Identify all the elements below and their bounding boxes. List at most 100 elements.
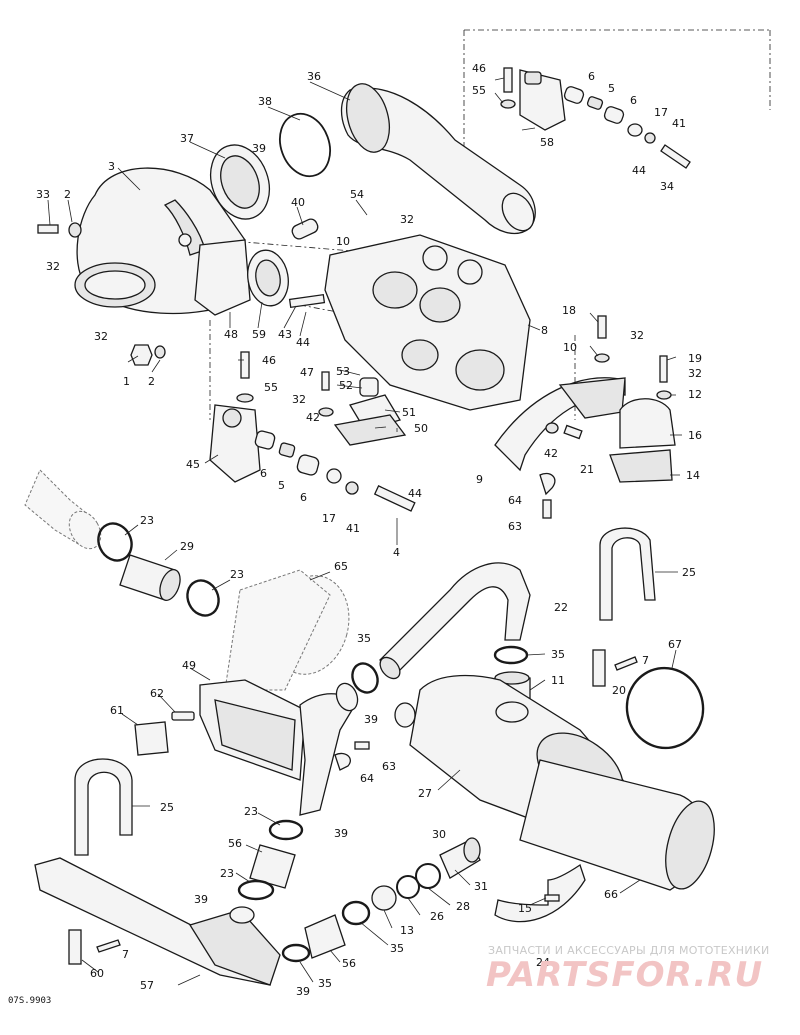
clip-63-64-mid xyxy=(334,741,370,771)
clamp-23-b xyxy=(186,579,220,617)
callout-49: 49 xyxy=(182,659,196,672)
part-36-exhaust-tube xyxy=(340,83,536,235)
callout-32: 32 xyxy=(630,329,644,342)
part-49-manifold xyxy=(199,679,359,816)
callout-52: 52 xyxy=(339,379,353,392)
callout-31: 31 xyxy=(474,880,488,893)
callout-10: 10 xyxy=(336,235,350,248)
callout-46: 46 xyxy=(262,354,276,367)
callout-23: 23 xyxy=(220,867,234,880)
callout-44: 44 xyxy=(632,164,646,177)
callout-28: 28 xyxy=(456,900,470,913)
callout-30: 30 xyxy=(432,828,446,841)
part-57-tailpipe xyxy=(34,857,281,986)
diagram-code: 07S.9903 xyxy=(8,996,52,1006)
callout-29: 29 xyxy=(180,540,194,553)
callout-8: 8 xyxy=(541,324,548,337)
clip-64-63 xyxy=(539,472,556,519)
part-58-bracket xyxy=(519,69,566,131)
callout-35: 35 xyxy=(357,632,371,645)
callout-25: 25 xyxy=(160,801,174,814)
callout-62: 62 xyxy=(150,687,164,700)
callout-2: 2 xyxy=(148,375,155,388)
callout-42: 42 xyxy=(544,447,558,460)
callout-32: 32 xyxy=(94,330,108,343)
clamp-23-a xyxy=(97,522,133,562)
callout-41: 41 xyxy=(672,117,686,130)
leader-lines xyxy=(47,77,682,986)
callout-35: 35 xyxy=(390,942,404,955)
callout-46: 46 xyxy=(472,62,486,75)
part-16-rubber-mount xyxy=(609,398,676,483)
part-61-62 xyxy=(134,711,195,756)
callout-27: 27 xyxy=(418,787,432,800)
lower-mount-stack xyxy=(254,430,416,512)
callout-58: 58 xyxy=(540,136,554,149)
clamp-35-c xyxy=(281,943,311,963)
callout-61: 61 xyxy=(110,704,124,717)
callout-13: 13 xyxy=(400,924,414,937)
callout-12: 12 xyxy=(688,388,702,401)
callout-59: 59 xyxy=(252,328,266,341)
callout-63: 63 xyxy=(508,520,522,533)
callout-39: 39 xyxy=(252,142,266,155)
callout-23: 23 xyxy=(230,568,244,581)
clamp-35-b xyxy=(493,645,529,665)
callout-36: 36 xyxy=(307,70,321,83)
part-56-sleeve-lower xyxy=(304,914,346,959)
part-45-bracket xyxy=(209,404,261,483)
callout-39: 39 xyxy=(364,713,378,726)
part-48-flange xyxy=(194,239,289,316)
callout-54: 54 xyxy=(350,188,364,201)
callout-17: 17 xyxy=(654,106,668,119)
part-43-stud xyxy=(288,293,326,309)
part-25-strap-left xyxy=(74,758,133,856)
watermark-logo: PARTSFOR.RU xyxy=(486,955,764,995)
mid-bolts xyxy=(37,222,334,417)
callout-65: 65 xyxy=(334,560,348,573)
callout-3: 3 xyxy=(108,160,115,173)
callout-64: 64 xyxy=(360,772,374,785)
callout-55: 55 xyxy=(472,84,486,97)
callout-39: 39 xyxy=(194,893,208,906)
callout-23: 23 xyxy=(244,805,258,818)
callout-50: 50 xyxy=(414,422,428,435)
callout-32: 32 xyxy=(46,260,60,273)
part-8-engine xyxy=(324,234,531,411)
callout-64: 64 xyxy=(508,494,522,507)
callout-7: 7 xyxy=(642,654,649,667)
callout-5: 5 xyxy=(278,479,285,492)
callout-39: 39 xyxy=(334,827,348,840)
ghost-pipe-left xyxy=(24,469,102,550)
callout-17: 17 xyxy=(322,512,336,525)
callout-9: 9 xyxy=(476,473,483,486)
part-51-mount xyxy=(333,377,407,446)
callout-48: 48 xyxy=(224,328,238,341)
callout-18: 18 xyxy=(562,304,576,317)
callout-20: 20 xyxy=(612,684,626,697)
callout-42: 42 xyxy=(306,411,320,424)
callout-5: 5 xyxy=(608,82,615,95)
callout-53: 53 xyxy=(336,365,350,378)
callout-1: 1 xyxy=(123,375,130,388)
clamp-23-d xyxy=(237,879,275,901)
callout-23: 23 xyxy=(140,514,154,527)
callout-25: 25 xyxy=(682,566,696,579)
part-22-curved-pipe xyxy=(379,562,531,680)
part-20-bracket xyxy=(592,649,638,687)
callout-6: 6 xyxy=(630,94,637,107)
callout-2: 2 xyxy=(64,188,71,201)
part-38-gasket xyxy=(279,112,331,178)
callout-40: 40 xyxy=(291,196,305,209)
callout-35: 35 xyxy=(318,977,332,990)
callout-6: 6 xyxy=(588,70,595,83)
callout-labels: 36 38 37 39 3 33 2 32 40 54 32 10 46 55 … xyxy=(36,62,702,998)
callout-15: 15 xyxy=(518,902,532,915)
callout-22: 22 xyxy=(554,601,568,614)
callout-32: 32 xyxy=(292,393,306,406)
clamp-23-c xyxy=(268,819,304,841)
lower-ring-stack xyxy=(341,837,481,926)
callout-66: 66 xyxy=(604,888,618,901)
part-24-shield xyxy=(494,863,586,923)
